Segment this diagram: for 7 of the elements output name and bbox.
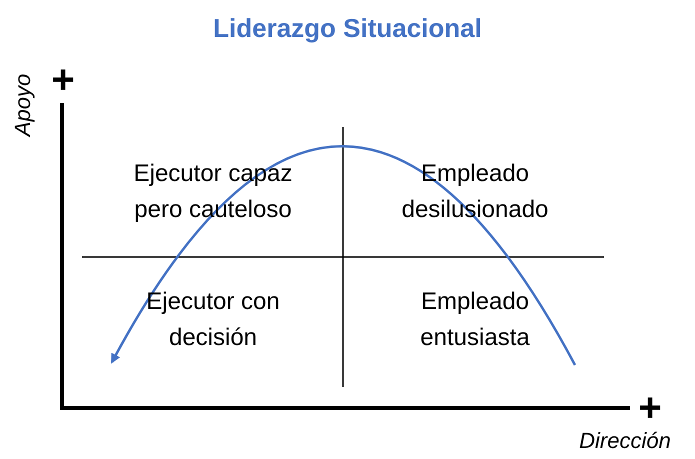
title: Liderazgo Situacional [212, 12, 483, 44]
quadrant-label: Ejecutor con decisión [145, 287, 281, 353]
axis-plus-sign: + [50, 60, 76, 100]
axis-label: Apoyo [10, 72, 36, 140]
quadrant-label: Empleado entusiasta [419, 287, 531, 353]
axis-label: Dirección [578, 428, 672, 454]
axis-plus-sign: + [637, 388, 663, 428]
